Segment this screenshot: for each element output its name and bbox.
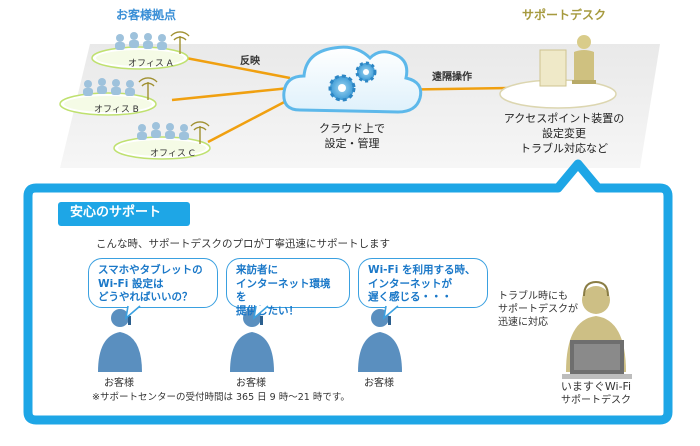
office-a-platform bbox=[91, 46, 189, 70]
desk-task-3: トラブル対応など bbox=[520, 141, 608, 155]
office-workers bbox=[83, 32, 189, 140]
bubble-3-line3: 遅く感じる・・・ bbox=[368, 291, 452, 304]
desk-task-1: アクセスポイント装置の bbox=[503, 112, 625, 125]
customer-label-2: お客様 bbox=[236, 378, 266, 389]
customer-2 bbox=[230, 309, 274, 372]
support-lead: こんな時、サポートデスクのプロが丁寧迅速にサポートします bbox=[96, 238, 390, 250]
office-a-label: オフィス A bbox=[128, 59, 173, 69]
support-title-badge: 安心のサポート bbox=[58, 202, 190, 226]
bubble-1-line3: どうやればいいの？ bbox=[98, 291, 193, 304]
operator-name-line2: サポートデスク bbox=[561, 395, 631, 407]
support-panel-inner bbox=[40, 196, 654, 412]
speech-bubble-2: 来訪者に インターネット環境を 提供したい！ bbox=[226, 258, 350, 317]
desk-operator bbox=[539, 35, 596, 87]
operator-name-line1: いますぐWi-Fi bbox=[560, 380, 632, 393]
operator-text: トラブル時にも サポートデスクが 迅速に対応 bbox=[498, 290, 578, 329]
access-point-icons bbox=[138, 31, 210, 144]
bubble-2-line1: 来訪者に bbox=[236, 264, 278, 276]
customer-label-3: お客様 bbox=[364, 378, 394, 389]
connection-lines bbox=[171, 56, 511, 144]
reception-hours-note: ※サポートセンターの受付時間は 365 日 9 時〜21 時です。 bbox=[92, 392, 350, 403]
operator-text-line3: 迅速に対応 bbox=[498, 317, 548, 328]
reflect-label: 反映 bbox=[240, 56, 260, 67]
office-c-platform bbox=[113, 136, 211, 160]
operator-text-line2: サポートデスクが bbox=[498, 304, 578, 315]
bubble-2-line3: 提供したい！ bbox=[236, 304, 299, 317]
customer-1 bbox=[98, 309, 142, 372]
cloud-label-line2: 設定・管理 bbox=[324, 136, 380, 150]
cloud-label-line1: クラウド上で bbox=[319, 122, 385, 135]
customer-sites-title: お客様拠点 bbox=[116, 8, 177, 22]
operator-text-line1: トラブル時にも bbox=[498, 291, 568, 302]
bubble-2-line2: インターネット環境を bbox=[236, 277, 331, 304]
operator-name: いますぐWi-Fi サポートデスク bbox=[544, 380, 648, 407]
office-b-label: オフィス B bbox=[94, 105, 139, 115]
speech-bubble-1: スマホやタブレットの Wi-Fi 設定は どうやればいいの？ bbox=[88, 258, 218, 308]
bubble-3-line1: Wi-Fi を利用する時、 bbox=[368, 264, 476, 276]
bubble-1-line1: スマホやタブレットの bbox=[98, 264, 203, 276]
bubble-3-line2: インターネットが bbox=[368, 277, 452, 290]
office-c-label: オフィス C bbox=[150, 149, 195, 159]
support-title: 安心のサポート bbox=[70, 205, 162, 220]
office-b-platform bbox=[59, 92, 157, 116]
speech-bubble-3: Wi-Fi を利用する時、 インターネットが 遅く感じる・・・ bbox=[358, 258, 488, 308]
remote-operation-label: 遠隔操作 bbox=[432, 72, 472, 83]
customer-label-1: お客様 bbox=[104, 378, 134, 389]
desk-tasks: アクセスポイント装置の 設定変更 トラブル対応など bbox=[496, 112, 632, 157]
gear-icons bbox=[328, 61, 377, 102]
customer-figures bbox=[98, 309, 402, 372]
cloud-label: クラウド上で 設定・管理 bbox=[314, 122, 390, 152]
support-desk-title: サポートデスク bbox=[522, 8, 607, 22]
support-operator bbox=[562, 280, 632, 379]
bubble-1-line2: Wi-Fi 設定は bbox=[98, 277, 164, 290]
desk-task-2: 設定変更 bbox=[542, 126, 586, 140]
